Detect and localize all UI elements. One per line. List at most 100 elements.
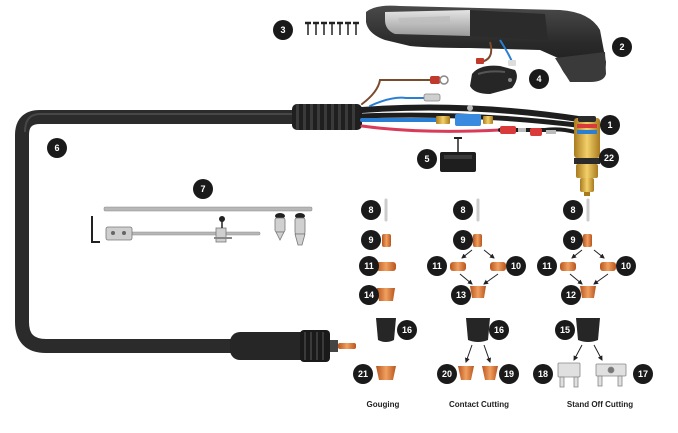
part-19-contact-shield-badge: 19 — [499, 364, 519, 384]
torch-head — [574, 116, 600, 196]
badge-circle — [563, 230, 583, 250]
part-5-switch-badge: 5 — [417, 149, 437, 169]
section-label-gouging: Gouging — [367, 400, 400, 409]
badge-number: 11 — [364, 261, 374, 271]
badge-circle — [273, 20, 293, 40]
badge-number: 8 — [570, 205, 575, 215]
part-6-hose-badge: 6 — [47, 138, 67, 158]
badge-circle — [529, 69, 549, 89]
guide-wheel-2 — [294, 213, 306, 246]
badge-circle — [427, 256, 447, 276]
standoff-cutting-consumables — [557, 198, 627, 388]
badge-number: 9 — [460, 235, 465, 245]
part-10-tip-badge: 10 — [616, 256, 636, 276]
handle-screws — [305, 21, 359, 35]
badge-number: 12 — [566, 290, 576, 300]
part-14-gouging-tip-badge: 14 — [359, 285, 379, 305]
badge-circle — [359, 256, 379, 276]
badge-number: 17 — [638, 369, 648, 379]
badge-number: 15 — [560, 325, 570, 335]
circle-cutting-guide — [91, 206, 313, 246]
badge-number: 4 — [536, 74, 541, 84]
part-2-handle-badge: 2 — [612, 37, 632, 57]
badge-circle — [397, 320, 417, 340]
part-11-tip-badge: 11 — [537, 256, 557, 276]
part-21-gouging-shield-badge: 21 — [353, 364, 373, 384]
badge-circle — [359, 285, 379, 305]
badge-circle — [616, 256, 636, 276]
badge-number: 9 — [368, 235, 373, 245]
torch-hose — [15, 110, 305, 353]
badge-circle — [361, 200, 381, 220]
badge-circle — [506, 256, 526, 276]
part-18-standoff-guide-badge: 18 — [533, 364, 553, 384]
part-8-electrode-badge: 8 — [361, 200, 381, 220]
badge-number: 20 — [442, 369, 452, 379]
badge-circle — [453, 200, 473, 220]
badge-number: 2 — [619, 42, 624, 52]
torch-connector-plug — [230, 330, 356, 362]
badge-number: 9 — [570, 235, 575, 245]
standoff-guide-small — [557, 362, 581, 388]
guide-wheel-1 — [274, 213, 286, 241]
cable-connectors — [423, 75, 556, 136]
badge-number: 19 — [504, 369, 514, 379]
badge-circle — [563, 200, 583, 220]
badge-number: 13 — [456, 290, 466, 300]
part-9-swirl-ring-badge: 9 — [563, 230, 583, 250]
badge-number: 22 — [604, 153, 614, 163]
badge-circle — [600, 115, 620, 135]
badge-circle — [489, 320, 509, 340]
part-10-tip-badge: 10 — [506, 256, 526, 276]
part-13-contact-tip-badge: 13 — [451, 285, 471, 305]
part-8-electrode-badge: 8 — [453, 200, 473, 220]
badge-circle — [361, 230, 381, 250]
part-22-torch-body-badge: 22 — [599, 148, 619, 168]
badge-circle — [453, 230, 473, 250]
part-3-screws-badge: 3 — [273, 20, 293, 40]
badge-number: 16 — [402, 325, 412, 335]
part-12-standoff-tip-badge: 12 — [561, 285, 581, 305]
badge-number: 5 — [424, 154, 429, 164]
badge-circle — [561, 285, 581, 305]
part-4-trigger-badge: 4 — [529, 69, 549, 89]
part-7-circle-guide-badge: 7 — [193, 179, 213, 199]
badge-number: 3 — [280, 25, 285, 35]
torch-switch — [440, 137, 476, 172]
badge-number: 6 — [54, 143, 59, 153]
badge-circle — [533, 364, 553, 384]
section-label-contact-cutting: Contact Cutting — [449, 400, 509, 409]
part-17-standoff-guide-badge: 17 — [633, 364, 653, 384]
torch-trigger — [470, 65, 517, 94]
part-9-swirl-ring-badge: 9 — [453, 230, 473, 250]
part-11-tip-badge: 11 — [427, 256, 447, 276]
badge-circle — [437, 364, 457, 384]
badge-number: 8 — [460, 205, 465, 215]
badge-number: 10 — [621, 261, 631, 271]
badge-number: 1 — [607, 120, 612, 130]
standoff-guide-large — [595, 363, 627, 387]
part-11-tip-badge: 11 — [359, 256, 379, 276]
gouging-consumables — [376, 198, 396, 380]
part-16-shield-cup-badge: 16 — [397, 320, 417, 340]
part-20-contact-shield-badge: 20 — [437, 364, 457, 384]
badge-number: 21 — [358, 369, 368, 379]
part-15-shield-cup-badge: 15 — [555, 320, 575, 340]
badge-circle — [451, 285, 471, 305]
badge-number: 8 — [368, 205, 373, 215]
badge-circle — [599, 148, 619, 168]
badge-number: 14 — [364, 290, 374, 300]
contact-cutting-consumables — [450, 198, 506, 380]
badge-circle — [193, 179, 213, 199]
badge-number: 7 — [200, 184, 205, 194]
part-8-electrode-badge: 8 — [563, 200, 583, 220]
badge-number: 11 — [432, 261, 442, 271]
part-9-swirl-ring-badge: 9 — [361, 230, 381, 250]
badge-circle — [417, 149, 437, 169]
badge-circle — [612, 37, 632, 57]
badge-number: 16 — [494, 325, 504, 335]
badge-circle — [499, 364, 519, 384]
torch-handle — [366, 5, 606, 82]
badge-circle — [537, 256, 557, 276]
